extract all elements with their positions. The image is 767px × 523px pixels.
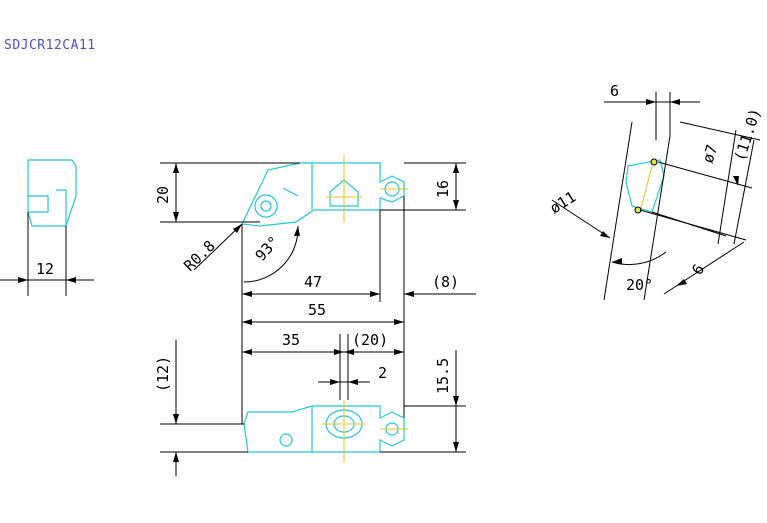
insert-axis [639,165,653,213]
height-20-label: 20 [154,186,172,204]
side-view-detail [28,189,67,226]
dim-dia11-leader [551,199,611,239]
arrow [612,258,622,264]
insert-ext-upper [657,161,753,189]
arrow [334,349,344,355]
insert-ext-left [603,121,633,301]
arrow [394,349,404,355]
gap-2-label: 2 [378,364,387,382]
insert-ext-top [679,121,761,141]
arrow [646,99,656,105]
arrow [242,319,252,325]
side-width-label: 12 [36,260,54,278]
insert-screw [254,194,278,218]
arrow [173,212,179,222]
arrow [670,99,680,105]
insert-detail-view: 6 ø7 (11.0) ø11 20° 6 [547,82,765,301]
insert-point-top [650,158,658,166]
arrow [330,379,340,385]
arrow [242,291,252,297]
arrow [18,277,28,283]
top-view: 20 16 R0.8 93° 47 (8) 55 [154,155,476,440]
arrow [453,442,459,452]
length-35-label: 35 [282,331,300,349]
arrow [733,176,739,186]
arrow [173,163,179,173]
angle-arc [243,225,299,283]
arrow [173,452,179,462]
insert-6-bottom-label: 6 [688,261,708,278]
ref-12-label: (12) [154,356,172,392]
arrow [348,379,358,385]
bottom-view: (12) 15.5 [154,340,466,476]
arrow [394,319,404,325]
lead-angle-label: 93° [252,232,284,264]
offset-8-label: (8) [432,273,459,291]
insert-6-top-label: 6 [610,82,619,100]
height-16-label: 16 [434,180,452,198]
arrow [453,163,459,173]
height-15-5-label: 15.5 [434,358,452,394]
insert-angle-20-label: 20° [626,276,653,294]
insert-dia-7-label: ø7 [699,142,722,165]
insert-ext-mid [643,135,671,301]
side-view: 12 [0,159,94,296]
bottom-view-outline [243,405,405,453]
dim-11-ref-line [733,139,755,245]
bottom-insert-screw [279,433,293,447]
arrow [453,200,459,210]
arrow [404,291,414,297]
clamp-body [329,179,359,207]
drawing-title: SDJCR12CA11 [4,38,96,53]
arrow [676,279,687,286]
arrow [453,396,459,406]
arrow [233,224,242,233]
side-view-outline [27,159,77,227]
insert-angle-arc [611,251,667,266]
arrow [600,231,610,238]
corner-radius-label: R0.8 [180,237,218,275]
dim-7-line [717,129,737,245]
arrow [173,414,179,424]
insert-screw-inner [260,200,272,212]
length-55-label: 55 [308,301,326,319]
arrow [66,277,76,283]
arrow [344,349,354,355]
arrow [370,291,380,297]
insert-outline [625,159,665,213]
insert-dia-11-label: ø11 [547,188,580,218]
arrow [294,226,300,236]
arrow [242,349,252,355]
length-47-label: 47 [304,273,322,291]
insert-ext-bottom [651,211,727,237]
clamp-line [282,187,299,197]
radius-leader [193,223,243,271]
ref-20-label: (20) [352,331,388,349]
